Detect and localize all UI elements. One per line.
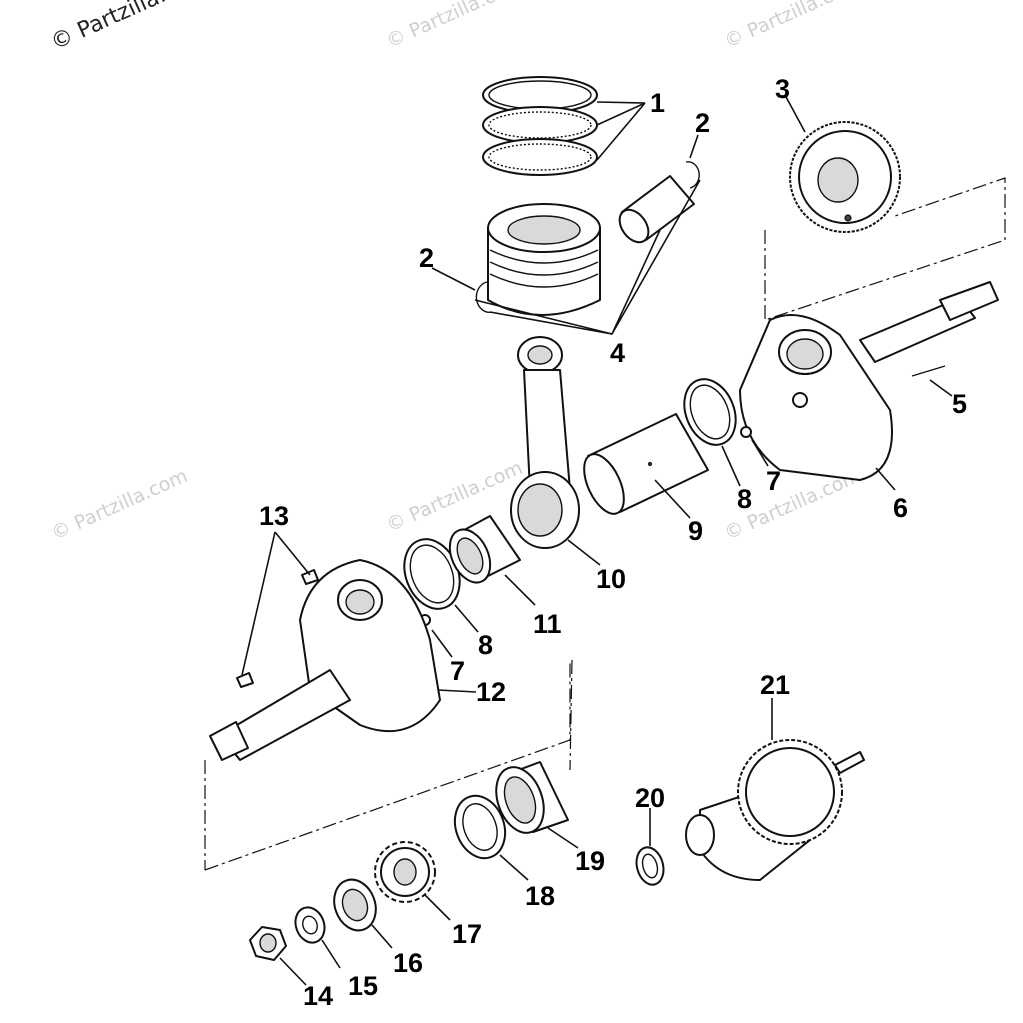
callout-11: 11 xyxy=(533,609,562,639)
callout-15: 15 xyxy=(348,971,378,1001)
callout-5: 5 xyxy=(952,389,967,419)
lock-nut-16 xyxy=(333,878,377,932)
drive-gear xyxy=(789,121,901,233)
piston xyxy=(487,203,601,316)
callout-21: 21 xyxy=(760,670,790,700)
callout-4: 4 xyxy=(610,338,625,368)
thrust-washer-upper xyxy=(683,378,737,446)
shaft-assembly-outline xyxy=(204,659,573,871)
watermark-faint: © Partzilla.com xyxy=(383,0,526,53)
callout-1: 1 xyxy=(650,88,665,118)
callout-6: 6 xyxy=(893,493,908,523)
callout-19: 19 xyxy=(575,846,605,876)
callout-16: 16 xyxy=(393,948,423,978)
crank-pin xyxy=(583,413,709,515)
callout-2: 2 xyxy=(695,108,710,138)
callout-20: 20 xyxy=(635,783,665,813)
callout-8: 8 xyxy=(737,484,752,514)
watermark-faint: © Partzilla.com xyxy=(383,457,526,537)
callout-17: 17 xyxy=(452,919,482,949)
spacer-18 xyxy=(453,794,507,860)
callout-3: 3 xyxy=(775,74,790,104)
callout-12: 12 xyxy=(476,677,506,707)
piston-pin xyxy=(618,175,695,244)
callout-9: 9 xyxy=(688,516,703,546)
key-pin xyxy=(911,365,946,377)
piston-rings xyxy=(482,76,598,176)
sprocket-17 xyxy=(374,841,436,903)
callout-10: 10 xyxy=(596,564,626,594)
washer-20 xyxy=(635,846,665,886)
callout-2: 2 xyxy=(419,243,434,273)
balancer-shaft xyxy=(685,739,865,881)
connecting-rod xyxy=(510,336,580,549)
hex-nut xyxy=(249,926,287,961)
watermark-corner: © Partzilla. xyxy=(47,0,169,55)
crank-half-right xyxy=(739,281,999,481)
washer-15 xyxy=(294,906,326,944)
gear-install-outline xyxy=(764,177,1006,321)
ball-upper xyxy=(740,426,752,438)
callout-13: 13 xyxy=(259,501,289,531)
callout-14: 14 xyxy=(303,981,333,1011)
callout-18: 18 xyxy=(525,881,555,911)
watermark-faint: © Partzilla.com xyxy=(721,0,864,53)
callout-7: 7 xyxy=(450,656,465,686)
needle-bearing xyxy=(448,515,521,584)
woodruff-key-lower xyxy=(236,672,254,688)
callout-8: 8 xyxy=(478,630,493,660)
bearing-19 xyxy=(495,761,569,834)
watermark-faint: © Partzilla.com xyxy=(48,465,191,545)
woodruff-key-upper xyxy=(301,569,319,585)
circlip-right xyxy=(685,161,700,189)
leader-lines xyxy=(241,94,953,986)
crank-half-left xyxy=(209,559,441,761)
callout-7: 7 xyxy=(766,466,781,496)
